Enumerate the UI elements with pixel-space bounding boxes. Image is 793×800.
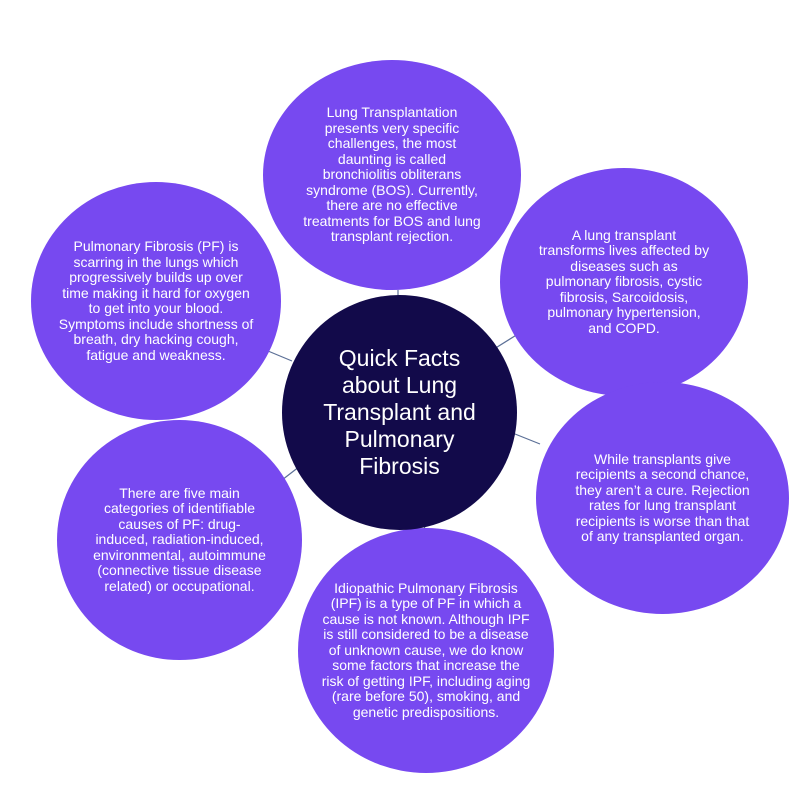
fact-text-lower-right: While transplants give recipients a seco… [575,450,750,544]
hub-circle: Quick Facts about Lung Transplant and Pu… [282,295,517,530]
fact-text-upper-right: A lung transplant transforms lives affec… [538,226,710,336]
fact-bubble-lower-left: There are five main categories of identi… [57,420,302,660]
fact-text-upper-left: Pulmonary Fibrosis (PF) is scarring in t… [58,238,254,363]
fact-text-bottom: Idiopathic Pulmonary Fibrosis (IPF) is a… [321,579,531,720]
fact-text-top: Lung Transplantation presents very speci… [303,104,481,245]
connector-upper-right [493,333,519,350]
connector-upper-left [267,350,293,362]
fact-bubble-upper-right: A lung transplant transforms lives affec… [500,168,748,396]
fact-bubble-top: Lung Transplantation presents very speci… [263,60,521,290]
fact-bubble-bottom: Idiopathic Pulmonary Fibrosis (IPF) is a… [298,528,554,773]
fact-bubble-upper-left: Pulmonary Fibrosis (PF) is scarring in t… [31,182,281,420]
hub-title: Quick Facts about Lung Transplant and Pu… [323,345,476,479]
fact-text-lower-left: There are five main categories of identi… [93,484,266,594]
fact-bubble-lower-right: While transplants give recipients a seco… [536,382,789,614]
